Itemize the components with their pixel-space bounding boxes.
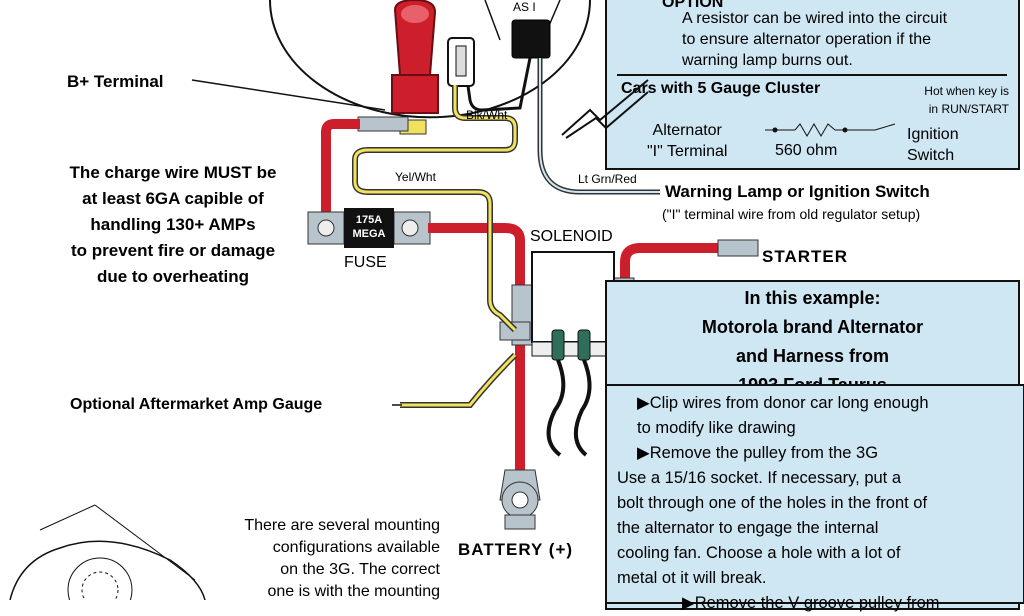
option-divider — [617, 74, 1007, 76]
i-terminal-note: ("I" terminal wire from old regulator se… — [662, 206, 921, 222]
step-line: ▶Clip wires from donor car long enough — [637, 394, 929, 412]
battery-label: BATTERY (+) — [458, 540, 574, 559]
alt-i-terminal: Alternator "I" Terminal — [647, 120, 727, 162]
starter-label: STARTER — [762, 247, 849, 266]
b-plus-label: B+ Terminal — [67, 72, 164, 91]
resistor-symbol — [765, 123, 896, 137]
ign-line: Switch — [907, 147, 955, 164]
yel-wht-label: Yel/Wht — [395, 170, 436, 184]
charge-wire-fuse-solenoid — [428, 223, 525, 285]
option-text: A resistor can be wired into the circuit… — [682, 8, 947, 71]
step-line: ▶Remove the V-groove pulley from — [682, 594, 940, 612]
lt-grn-red-label: Lt Grn/Red — [578, 172, 637, 186]
solenoid-wire-1 — [546, 359, 566, 457]
option-box: OPTION A resistor can be wired into the … — [605, 0, 1020, 170]
fuse-rating-type: MEGA — [352, 228, 386, 240]
mounting-note: There are several mounting configuration… — [150, 515, 450, 603]
step-line: to modify like drawing — [637, 419, 796, 437]
b-plus-ring — [357, 116, 409, 132]
mounting-line: one is with the mounting — [267, 583, 440, 600]
amp-gauge-label: Optional Aftermarket Amp Gauge — [70, 396, 323, 413]
step-line: metal ot it will break. — [617, 569, 767, 587]
alternator-vent-1 — [484, 0, 501, 41]
note-line: at least 6GA capible of — [82, 189, 264, 208]
example-title-line: In this example: — [744, 288, 881, 308]
mounting-sketch — [9, 504, 206, 600]
ign-line: Ignition — [907, 126, 959, 143]
note-line: The charge wire MUST be — [69, 163, 277, 182]
blk-wht-wire — [466, 57, 532, 112]
ignition-switch-label: Ignition Switch — [907, 124, 959, 166]
mounting-line: on the 3G. The correct — [280, 561, 440, 578]
example-title-line: Motorola brand Alternator — [701, 317, 924, 337]
step-line: ▶Remove the pulley from the 3G — [637, 444, 879, 462]
solenoid-wire-2 — [574, 359, 592, 457]
charge-wire-note: The charge wire MUST be at least 6GA cap… — [28, 160, 318, 290]
mounting-line: There are several mounting — [244, 517, 440, 534]
alt-line: Alternator — [652, 122, 722, 139]
option-line: warning lamp burns out. — [682, 52, 853, 69]
example-steps-box: ▶Clip wires from donor car long enough t… — [605, 384, 1024, 612]
example-title-line: and Harness from — [735, 346, 890, 366]
amp-gauge-wire — [400, 352, 518, 408]
resistor-label: 560 ohm — [775, 142, 838, 159]
note-line: handling 130+ AMPs — [90, 215, 256, 234]
charge-wire-bplus-fuse — [321, 119, 360, 215]
cluster-title: Cars with 5 Gauge Cluster — [621, 80, 821, 97]
hot-note: Hot when key is in RUN/START — [899, 82, 1009, 118]
mounting-line: configurations available — [272, 539, 440, 556]
battery-terminal — [499, 469, 541, 530]
fuse-rating-amps: 175A — [355, 214, 383, 226]
fuse-label: FUSE — [344, 254, 387, 271]
step-line: cooling fan. Choose a hole with a lot of — [617, 544, 901, 562]
asi-label: AS I — [513, 0, 536, 14]
option-line: to ensure alternator operation if the — [682, 31, 932, 48]
hot-note-line: Hot when key is — [924, 84, 1009, 98]
blk-wht-label: Blk/Wht — [466, 108, 508, 122]
hot-note-line: in RUN/START — [928, 102, 1009, 116]
note-line: due to overheating — [96, 267, 250, 286]
step-line: Use a 15/16 socket. If necessary, put a — [617, 469, 902, 487]
fuse-rating: 175A MEGA — [346, 213, 392, 241]
asi-connector — [511, 19, 551, 59]
example-steps: ▶Clip wires from donor car long enough t… — [617, 391, 940, 616]
b-plus-terminal-boot — [391, 0, 439, 114]
warning-lamp-label: Warning Lamp or Ignition Switch — [665, 182, 930, 201]
alt-line: "I" Terminal — [647, 143, 728, 160]
starter-ring — [717, 239, 759, 257]
step-line: bolt through one of the holes in the fro… — [617, 494, 928, 512]
option-line: A resistor can be wired into the circuit — [682, 10, 948, 27]
solenoid-label: SOLENOID — [530, 228, 613, 245]
b-plus-leader — [191, 79, 386, 111]
option-heading: OPTION — [662, 0, 724, 11]
example-title: In this example: Motorola brand Alternat… — [607, 284, 1018, 400]
starter-cable — [620, 243, 720, 290]
step-line: the alternator to engage the internal — [617, 519, 879, 537]
note-line: to prevent fire or damage — [70, 241, 276, 260]
option-pointer — [561, 79, 649, 139]
